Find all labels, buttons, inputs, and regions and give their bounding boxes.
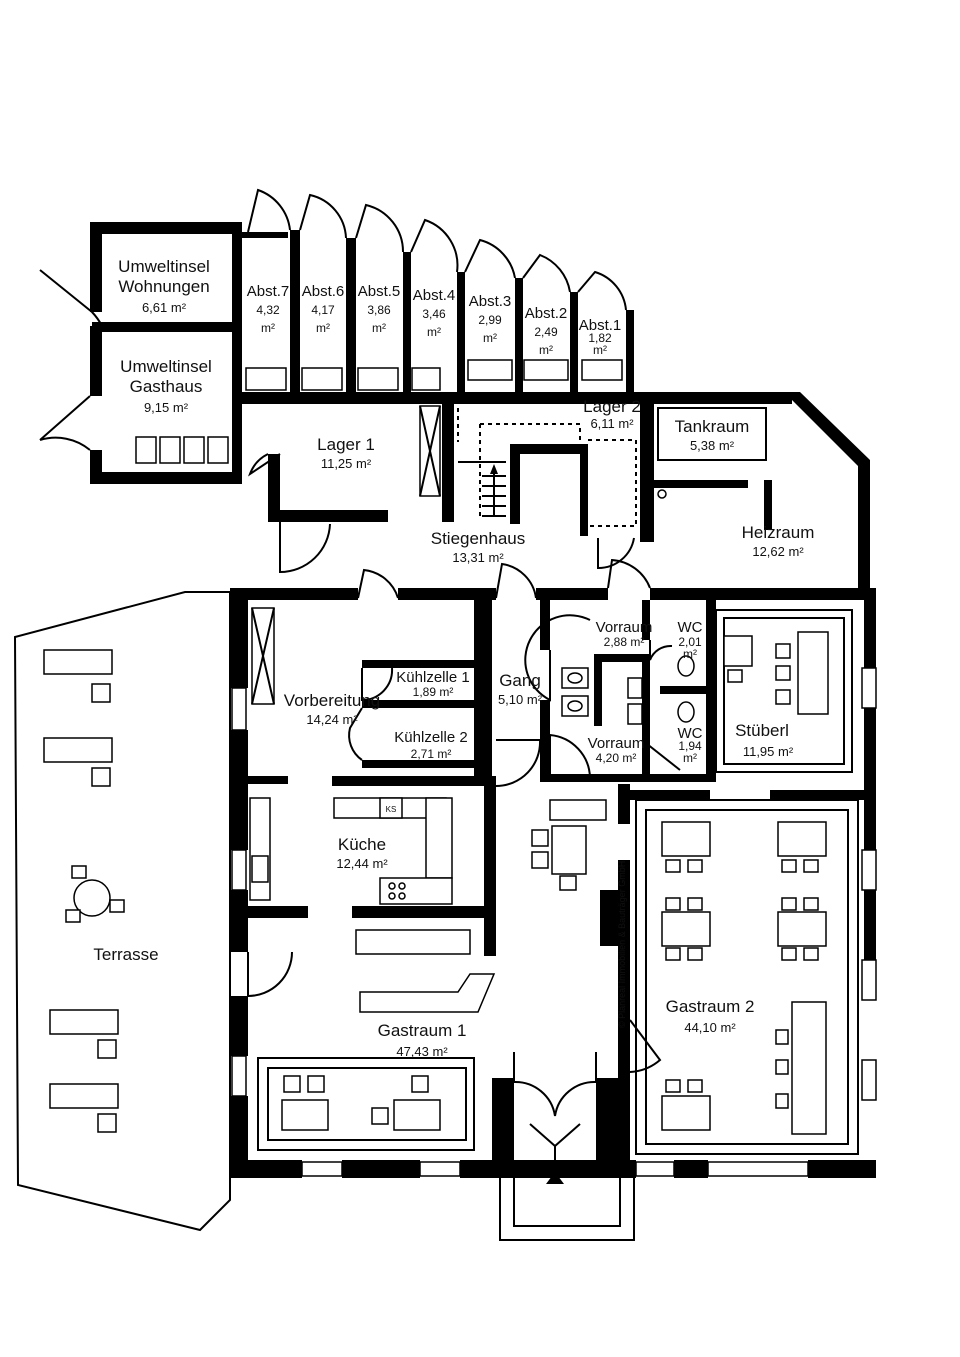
room-labels: Umweltinsel Wohnungen 6,61 m² Umweltinse… bbox=[93, 257, 814, 1059]
area-wc2-unit: m² bbox=[683, 751, 697, 765]
label-lager1: Lager 1 bbox=[317, 435, 375, 454]
label-abst4: Abst.4 bbox=[413, 287, 456, 304]
label-terrasse: Terrasse bbox=[93, 945, 158, 964]
ks-label: KS bbox=[386, 805, 397, 814]
label-abst6: Abst.6 bbox=[302, 283, 345, 300]
label-tankraum: Tankraum bbox=[675, 417, 750, 436]
windows bbox=[231, 667, 877, 1177]
area-abst6: 4,17 bbox=[311, 303, 335, 317]
area-tankraum: 5,38 m² bbox=[690, 438, 735, 453]
area-abst3-unit: m² bbox=[483, 331, 497, 345]
fixtures bbox=[135, 359, 859, 1155]
terrace-outline bbox=[13, 591, 231, 1232]
label-stueberl: Stüberl bbox=[735, 721, 789, 740]
area-abst7: 4,32 bbox=[256, 303, 280, 317]
label-abst5: Abst.5 bbox=[358, 283, 401, 300]
label-lager2: Lager 2 bbox=[583, 397, 641, 416]
area-wc1: 2,01 bbox=[678, 635, 702, 649]
area-abst4-unit: m² bbox=[427, 325, 441, 339]
area-abst4: 3,46 bbox=[422, 307, 446, 321]
label-vorbereitung: Vorbereitung bbox=[284, 691, 380, 710]
terrace-furniture bbox=[43, 649, 125, 1133]
label-umweltinsel-wohnungen-1: Umweltinsel bbox=[118, 257, 210, 276]
area-kuehlzelle1: 1,89 m² bbox=[413, 685, 454, 699]
label-umweltinsel-gasthaus-1: Umweltinsel bbox=[120, 357, 212, 376]
label-vorraum1: Vorraum bbox=[596, 619, 653, 636]
area-stueberl: 11,95 m² bbox=[743, 744, 794, 759]
label-wc2: WC bbox=[678, 725, 703, 742]
label-gang: Gang bbox=[499, 671, 541, 690]
label-gastraum1: Gastraum 1 bbox=[378, 1021, 467, 1040]
area-abst3: 2,99 bbox=[478, 313, 502, 327]
area-gastraum2: 44,10 m² bbox=[684, 1020, 736, 1035]
label-vorraum2: Vorraum bbox=[588, 735, 645, 752]
label-stiegenhaus: Stiegenhaus bbox=[431, 529, 526, 548]
area-gang: 5,10 m² bbox=[498, 692, 543, 707]
area-abst7-unit: m² bbox=[261, 321, 275, 335]
label-gastraum2: Gastraum 2 bbox=[666, 997, 755, 1016]
area-wc1-unit: m² bbox=[683, 647, 697, 661]
staircase bbox=[457, 399, 637, 527]
area-abst6-unit: m² bbox=[316, 321, 330, 335]
area-lager2: 6,11 m² bbox=[590, 416, 634, 431]
area-abst1: 1,82 bbox=[588, 331, 612, 345]
area-kuehlzelle2: 2,71 m² bbox=[411, 747, 452, 761]
label-heizraum: Heizraum bbox=[742, 523, 815, 542]
label-umweltinsel-wohnungen-2: Wohnungen bbox=[118, 277, 209, 296]
area-abst2-unit: m² bbox=[539, 343, 553, 357]
area-gastraum1: 47,43 m² bbox=[396, 1044, 448, 1059]
area-umweltinsel-gasthaus: 9,15 m² bbox=[144, 400, 189, 415]
area-kueche: 12,44 m² bbox=[336, 856, 388, 871]
area-abst1-unit: m² bbox=[593, 343, 607, 357]
copyright-text: © Planreal Immobilien & Bauträger GmbH bbox=[617, 861, 627, 1028]
area-lager1: 11,25 m² bbox=[321, 456, 372, 471]
area-heizraum: 12,62 m² bbox=[752, 544, 804, 559]
label-wc1: WC bbox=[678, 619, 703, 636]
area-abst5-unit: m² bbox=[372, 321, 386, 335]
label-kueche: Küche bbox=[338, 835, 386, 854]
area-stiegenhaus: 13,31 m² bbox=[452, 550, 504, 565]
area-vorraum1: 2,88 m² bbox=[604, 635, 645, 649]
interior-walls bbox=[248, 600, 870, 1178]
area-umweltinsel-wohnungen: 6,61 m² bbox=[142, 300, 187, 315]
area-abst2: 2,49 bbox=[534, 325, 558, 339]
area-wc2: 1,94 bbox=[678, 739, 702, 753]
label-abst3: Abst.3 bbox=[469, 293, 512, 310]
label-abst1: Abst.1 bbox=[579, 317, 622, 334]
label-umweltinsel-gasthaus-2: Gasthaus bbox=[130, 377, 203, 396]
area-vorbereitung: 14,24 m² bbox=[306, 712, 358, 727]
label-abst7: Abst.7 bbox=[247, 283, 290, 300]
label-abst2: Abst.2 bbox=[525, 305, 568, 322]
area-abst5: 3,86 bbox=[367, 303, 391, 317]
doors bbox=[39, 188, 681, 1241]
area-vorraum2: 4,20 m² bbox=[596, 751, 637, 765]
label-kuehlzelle2: Kühlzelle 2 bbox=[394, 729, 467, 746]
outer-walls bbox=[90, 222, 876, 1178]
label-kuehlzelle1: Kühlzelle 1 bbox=[396, 669, 469, 686]
